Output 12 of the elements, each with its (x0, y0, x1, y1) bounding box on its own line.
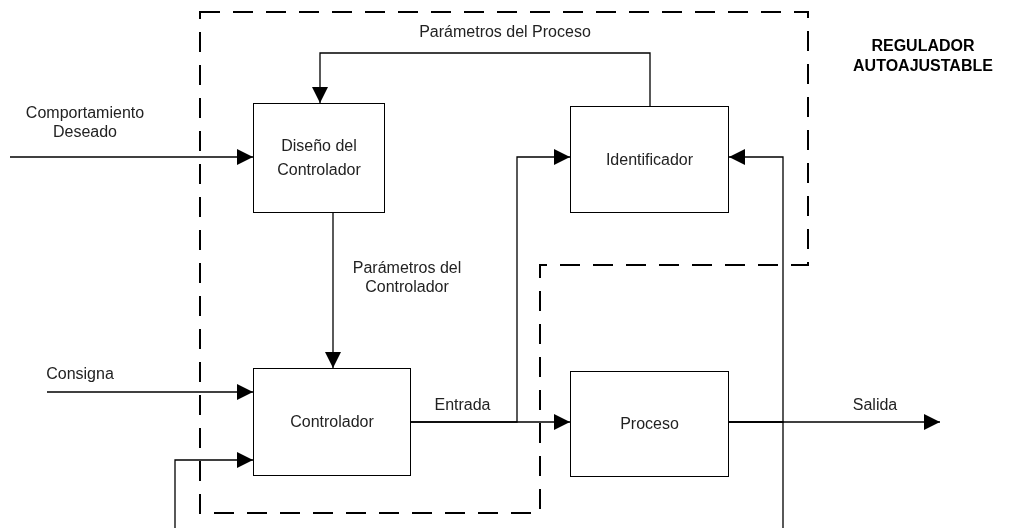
process-box: Diseño del Controlador (253, 103, 385, 213)
process-box: Identificador (570, 106, 729, 213)
arrow (9, 149, 254, 165)
arrow (312, 52, 651, 107)
process-box: Proceso (570, 371, 729, 477)
arrow (325, 212, 341, 369)
arrow (410, 149, 571, 423)
arrow (46, 384, 254, 400)
arrow (174, 421, 784, 528)
arrow (728, 149, 784, 423)
process-box: Controlador (253, 368, 411, 476)
region-title: REGULADOR AUTOAJUSTABLE (852, 36, 994, 76)
